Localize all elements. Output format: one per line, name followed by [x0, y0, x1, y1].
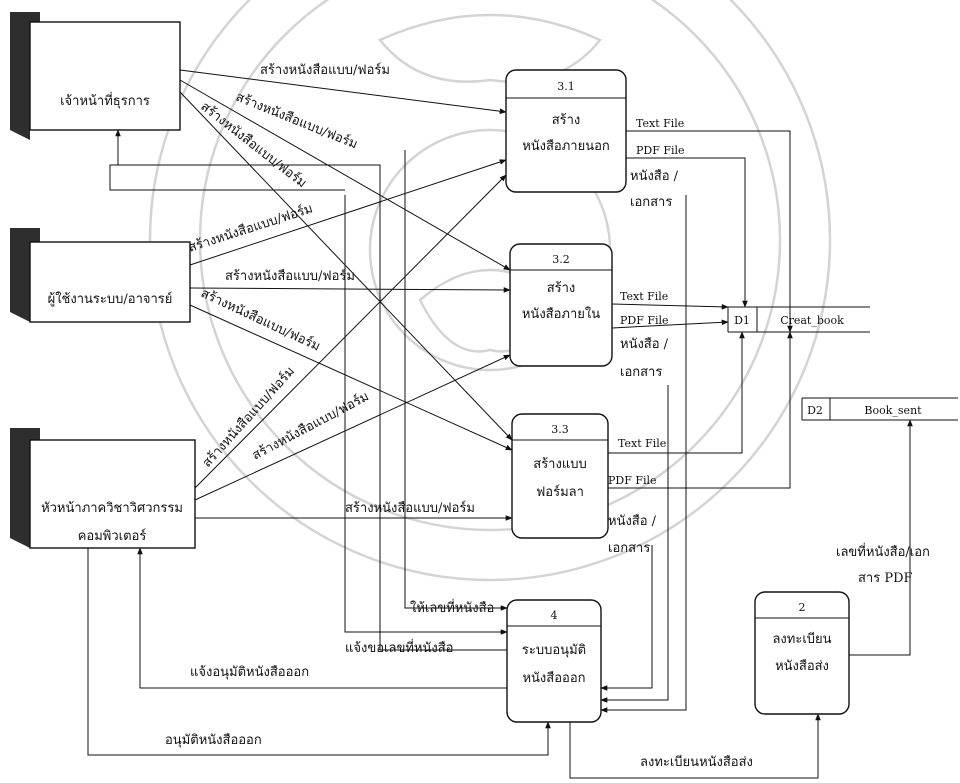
flow-label-text-file-1: Text File — [636, 117, 684, 130]
process-4: 4 ระบบอนุมัติ หนังสือออก — [507, 600, 601, 722]
entity-head: หัวหน้าภาควิชาวิศวกรรม คอมพิวเตอร์ — [10, 428, 195, 548]
flow-label-pdf-file-2: PDF File — [620, 314, 669, 327]
flow-label-notify-approval: แจ้งอนุมัติหนังสือออก — [190, 664, 309, 680]
flow-label-head-to-3-1: สร้างหนังสือแบบ/ฟอร์ม — [199, 363, 298, 470]
flow-label-head-to-3-3: สร้างหนังสือแบบ/ฟอร์ม — [345, 500, 475, 516]
process-3-2-label-2: หนังสือภายใน — [522, 306, 600, 322]
process-2-label-2: หนังสือส่ง — [775, 658, 829, 674]
process-3-2: 3.2 สร้าง หนังสือภายใน — [510, 244, 612, 366]
process-4-id: 4 — [551, 609, 558, 622]
process-2-label-1: ลงทะเบียน — [772, 631, 831, 647]
flow-label-doc-2b: เอกสาร — [620, 365, 662, 380]
data-store-d2-id: D2 — [807, 404, 823, 417]
flow-label-doc-2a: หนังสือ / — [620, 336, 669, 352]
process-3-3-label-1: สร้างแบบ — [533, 457, 586, 472]
process-2: 2 ลงทะเบียน หนังสือส่ง — [755, 592, 849, 714]
process-4-label-1: ระบบอนุมัติ — [522, 643, 586, 658]
flow-label-doc-3b: เอกสาร — [608, 541, 650, 556]
flow-label-text-file-3: Text File — [618, 437, 666, 450]
entity-head-label-1: หัวหน้าภาควิชาวิศวกรรม — [41, 501, 183, 516]
flow-label-register-sent: ลงทะเบียนหนังสือส่ง — [640, 754, 753, 770]
flow-label-give-number: ให้เลขที่หนังสือ — [410, 599, 494, 616]
flow-label-staff-to-3-1: สร้างหนังสือแบบ/ฟอร์ม — [260, 62, 390, 78]
flow-label-approve-out: อนุมัติหนังสือออก — [165, 732, 262, 748]
flow-label-number-pdf-2: สาร PDF — [858, 571, 913, 586]
flow-label-doc-1a: หนังสือ / — [630, 168, 679, 184]
flow-label-user-to-3-1: สร้างหนังสือแบบ/ฟอร์ม — [186, 200, 315, 255]
flow-label-number-pdf-1: เลขที่หนังสือ/เอก — [836, 543, 930, 560]
data-store-d2: D2 Book_sent — [802, 398, 958, 420]
process-3-1: 3.1 สร้าง หนังสือภายนอก — [506, 70, 626, 192]
flow-label-text-file-2: Text File — [620, 290, 668, 303]
flow-label-pdf-file-3: PDF File — [608, 474, 657, 487]
flow-label-doc-3a: หนังสือ / — [608, 513, 657, 529]
process-3-2-label-1: สร้าง — [547, 281, 576, 296]
process-3-3-label-2: ฟอร์มลา — [536, 484, 584, 500]
entity-head-label-2: คอมพิวเตอร์ — [78, 528, 147, 544]
flow-label-pdf-file-1: PDF File — [636, 144, 685, 157]
entity-staff: เจ้าหน้าที่ธุรการ — [10, 12, 180, 140]
flow-label-user-to-3-2: สร้างหนังสือแบบ/ฟอร์ม — [225, 268, 355, 284]
data-store-d1-id: D1 — [734, 314, 750, 327]
entity-user-label: ผู้ใช้งานระบบ/อาจารย์ — [48, 291, 173, 307]
process-3-1-id: 3.1 — [557, 80, 575, 93]
process-3-3-id: 3.3 — [551, 423, 569, 436]
entity-staff-label: เจ้าหน้าที่ธุรการ — [60, 92, 150, 109]
process-3-3: 3.3 สร้างแบบ ฟอร์มลา — [512, 414, 608, 538]
flow-label-request-number: แจ้งขอเลขที่หนังสือ — [345, 639, 453, 656]
process-4-label-2: หนังสือออก — [522, 670, 585, 686]
process-3-1-label-1: สร้าง — [552, 113, 581, 128]
process-2-id: 2 — [799, 601, 806, 614]
flow-label-user-to-3-3: สร้างหนังสือแบบ/ฟอร์ม — [198, 285, 323, 354]
flow-label-doc-1b: เอกสาร — [630, 195, 672, 210]
data-store-d1: D1 Creat_book — [728, 307, 870, 332]
entity-user: ผู้ใช้งานระบบ/อาจารย์ — [10, 228, 190, 322]
process-3-2-id: 3.2 — [552, 253, 570, 266]
process-3-1-label-2: หนังสือภายนอก — [522, 138, 610, 154]
data-store-d2-name: Book_sent — [864, 404, 922, 417]
